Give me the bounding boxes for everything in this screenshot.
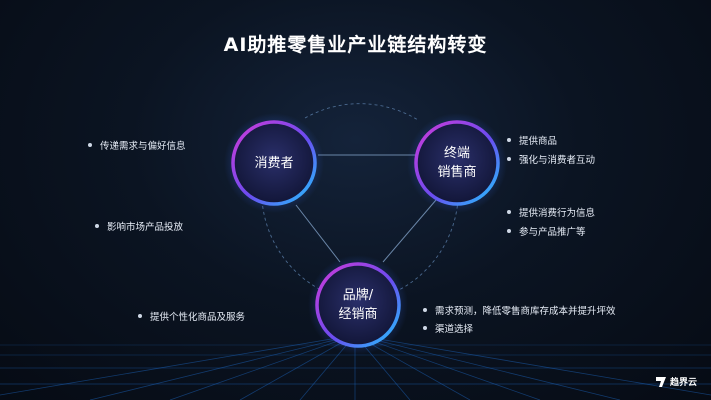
bullet-dot xyxy=(507,157,511,161)
bullet-text: 提供个性化商品及服务 xyxy=(150,312,246,323)
bullet-text: 提供消费行为信息 xyxy=(519,208,596,219)
bullet-right-top-1: 提供商品 xyxy=(507,133,557,147)
bullet-text: 提供商品 xyxy=(519,136,558,147)
bullet-text: 传递需求与偏好信息 xyxy=(100,141,186,152)
node-terminal-retailer xyxy=(407,113,507,213)
bullet-right-bottom-1: 需求预测，降低零售商库存成本并提升坪效 xyxy=(423,303,616,317)
logo-mark-icon xyxy=(655,376,666,387)
brand-label: 品牌/ 经销商 xyxy=(318,286,398,324)
brand-logo: 趋界云 xyxy=(655,375,697,388)
brand-label-line2: 经销商 xyxy=(338,307,378,322)
bullet-left-mid-1: 影响市场产品投放 xyxy=(95,219,183,233)
bullet-dot xyxy=(423,326,427,330)
terminal-label-line2: 销售商 xyxy=(437,165,477,180)
bullet-text: 参与产品推广等 xyxy=(519,227,586,238)
bullet-dot xyxy=(88,143,92,147)
terminal-label: 终端 销售商 xyxy=(417,144,497,182)
bullet-dot xyxy=(507,138,511,142)
connector-lines xyxy=(295,154,437,263)
bullet-text: 影响市场产品投放 xyxy=(107,222,184,233)
logo-text: 趋界云 xyxy=(669,378,697,388)
bullet-right-bottom-2: 渠道选择 xyxy=(423,321,473,335)
slide-title: AI助推零售业产业链结构转变 xyxy=(223,34,488,56)
bullet-left-bottom-1: 提供个性化商品及服务 xyxy=(138,309,245,323)
node-consumer xyxy=(224,113,324,213)
node-brand-distributor xyxy=(308,255,408,355)
bullet-text: 渠道选择 xyxy=(435,324,474,335)
bullet-dot xyxy=(507,210,511,214)
bullet-dot xyxy=(138,314,142,318)
bullet-right-top-2: 强化与消费者互动 xyxy=(507,152,595,166)
bullet-dot xyxy=(95,224,99,228)
bullet-right-mid-2: 参与产品推广等 xyxy=(507,224,586,238)
bullet-text: 强化与消费者互动 xyxy=(519,155,596,166)
bullet-text: 需求预测，降低零售商库存成本并提升坪效 xyxy=(435,306,616,317)
consumer-label: 消费者 xyxy=(234,154,314,173)
consumer-label-text: 消费者 xyxy=(254,156,294,171)
bullet-dot xyxy=(423,308,427,312)
bullet-right-mid-1: 提供消费行为信息 xyxy=(507,205,595,219)
terminal-label-line1: 终端 xyxy=(443,146,470,161)
bullet-dot xyxy=(507,229,511,233)
bullet-left-top-1: 传递需求与偏好信息 xyxy=(88,138,186,152)
brand-label-line1: 品牌/ xyxy=(342,288,374,303)
